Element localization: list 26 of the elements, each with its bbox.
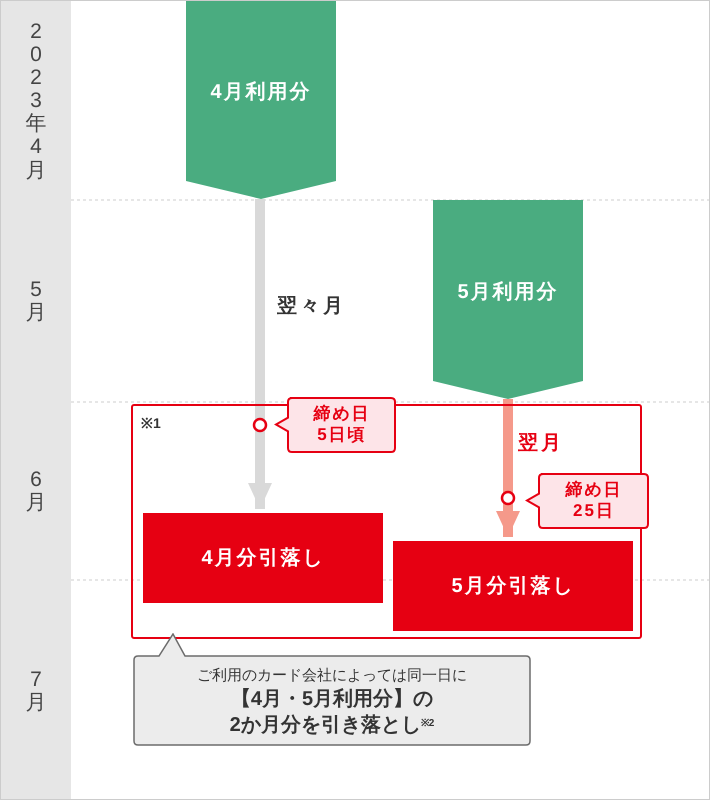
note-emphasis: 2か月分を引き落とし$^{※2}$ [230, 712, 434, 738]
closing-day-text: 締め日25日 [564, 480, 624, 521]
closing-day-callout [525, 472, 649, 529]
edge-label: 翌々月 [277, 294, 346, 319]
month-label: 5月 [26, 278, 46, 324]
footnote-mark: ※1 [141, 414, 161, 433]
arrow [248, 199, 272, 509]
closing-day-text: 締め日5日頃 [312, 404, 372, 445]
note-callout [133, 633, 531, 746]
debit-box [143, 513, 383, 603]
pentagon-label: 4月利用分 [210, 80, 312, 105]
month-usage-pentagon [186, 1, 336, 199]
pentagon-label: 5月利用分 [457, 280, 559, 304]
closing-day-callout [274, 396, 396, 453]
arrow [496, 399, 520, 537]
debit-label: 5月分引落し [451, 574, 575, 599]
debit-label: 4月分引落し [201, 546, 325, 571]
month-label: 2023年4月 [26, 20, 46, 182]
month-label: 6月 [26, 468, 46, 514]
month-usage-pentagon [433, 200, 583, 399]
edge-label: 翌月 [518, 431, 564, 456]
note-emphasis: 【4月・5月利用分】の [230, 686, 434, 712]
month-label: 7月 [26, 668, 46, 714]
debit-box [393, 541, 633, 631]
debit-frame [131, 404, 642, 639]
note-text: ご利用のカード会社によっては同一日に [197, 666, 467, 686]
